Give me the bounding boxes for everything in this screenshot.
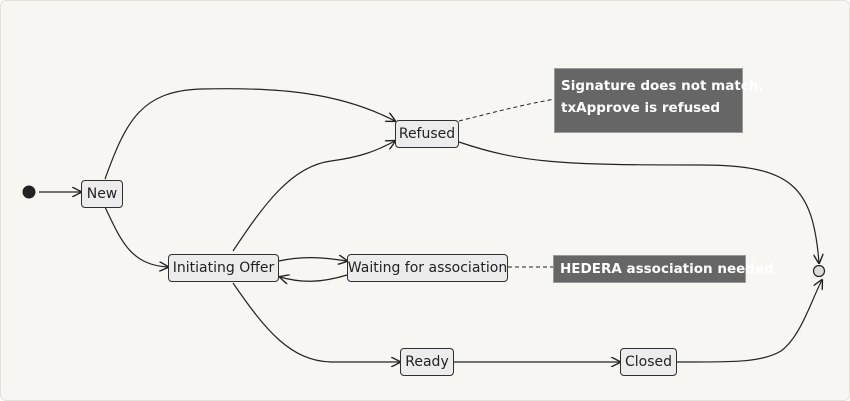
note-waiting-text: HEDERA association needed [560, 261, 774, 277]
edge-initiating-refused [232, 141, 395, 252]
edge-waiting-initiating [280, 275, 348, 281]
state-refused-label: Refused [398, 126, 456, 142]
edge-closed-end [676, 280, 822, 363]
state-ready[interactable]: Ready [400, 348, 454, 376]
state-waiting-for-association[interactable]: Waiting for association [347, 254, 508, 282]
edge-refused-end [458, 141, 819, 263]
state-initiating-offer[interactable]: Initiating Offer [168, 254, 279, 282]
start-node [22, 185, 36, 199]
state-ready-label: Ready [405, 354, 449, 370]
state-refused[interactable]: Refused [395, 120, 459, 148]
state-new[interactable]: New [81, 180, 123, 208]
edge-new-initiating [104, 206, 168, 267]
edge-new-refused [104, 88, 395, 180]
note-refused-line-2: txApprove is refused [561, 100, 721, 116]
state-waiting-for-association-label: Waiting for association [347, 260, 508, 276]
edge-initiating-waiting [278, 258, 347, 261]
state-new-label: New [86, 186, 118, 202]
state-closed-label: Closed [624, 354, 673, 370]
note-refused: Signature does not match, txApprove is r… [554, 68, 764, 133]
note-connector-refused [458, 98, 556, 122]
edge-initiating-ready [232, 282, 400, 362]
end-node [812, 264, 826, 278]
note-refused-line-1: Signature does not match, [561, 78, 764, 94]
note-waiting: HEDERA association needed [553, 255, 774, 283]
state-closed[interactable]: Closed [620, 348, 677, 376]
state-initiating-offer-label: Initiating Offer [172, 260, 275, 276]
